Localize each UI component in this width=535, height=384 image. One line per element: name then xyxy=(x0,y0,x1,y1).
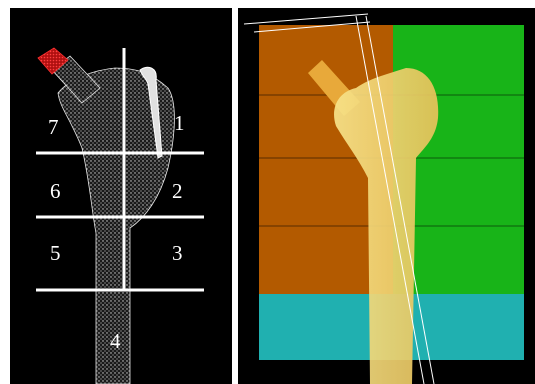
zone-label-5: 5 xyxy=(50,241,61,265)
zone-diagram-panel: 1 2 3 4 5 6 7 xyxy=(10,8,232,384)
zone-label-1: 1 xyxy=(174,111,185,135)
zone-label-4: 4 xyxy=(110,329,121,353)
zone-diagram: 1 2 3 4 5 6 7 xyxy=(10,8,232,384)
zone-label-7: 7 xyxy=(48,115,59,139)
zone-label-3: 3 xyxy=(172,241,183,265)
zone-label-6: 6 xyxy=(50,179,61,203)
zone-label-2: 2 xyxy=(172,179,183,203)
region-overlay xyxy=(238,8,535,384)
region-overlay-panel xyxy=(238,8,535,384)
axis-line-top-1 xyxy=(244,14,368,24)
